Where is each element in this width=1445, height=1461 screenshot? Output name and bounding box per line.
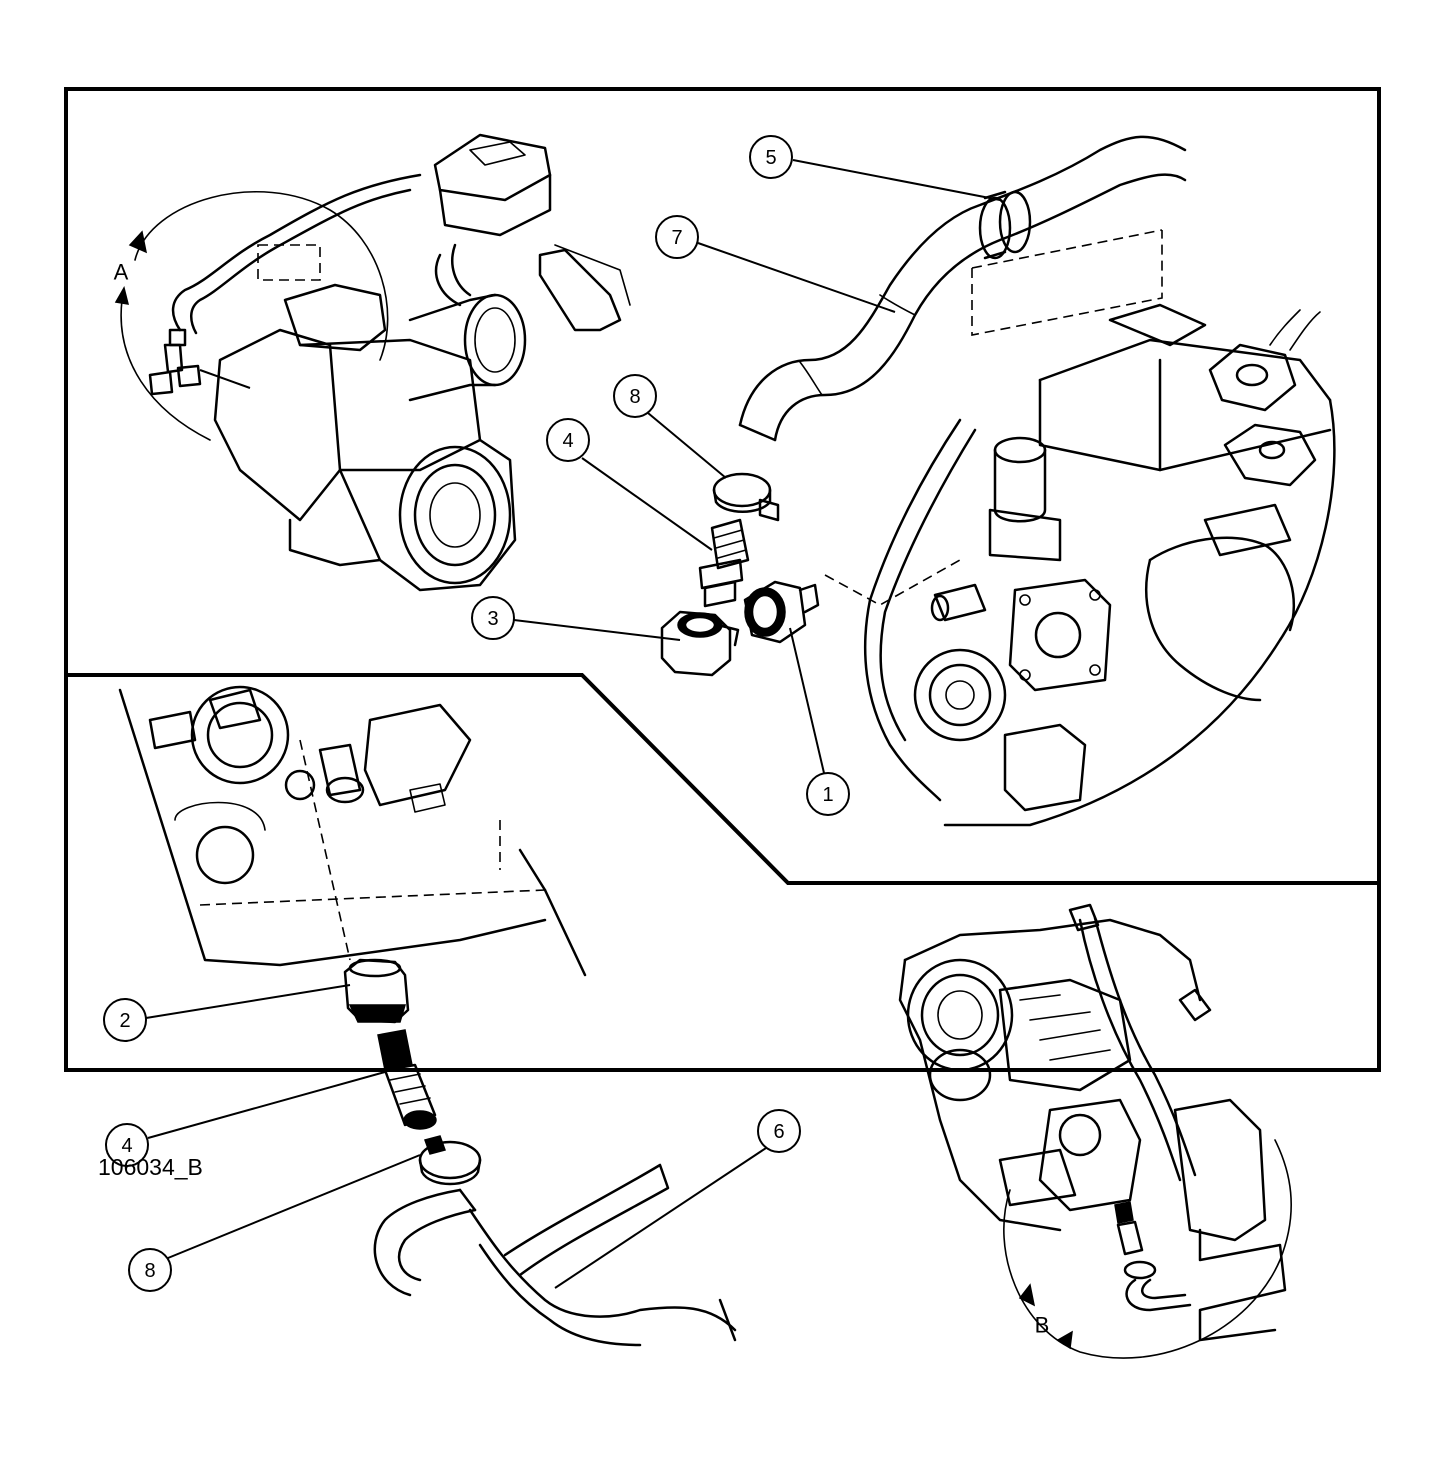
callout-3-label: 3 [487, 608, 498, 630]
detail-oilpan-bottom-left [118, 685, 737, 1347]
callout-8-bottom [128, 1248, 172, 1292]
callout-6-label: 6 [773, 1121, 784, 1143]
callout-7-label: 7 [671, 227, 682, 249]
view-label-a: A [114, 260, 129, 285]
callout-8-top-label: 8 [629, 386, 640, 408]
figure-id: 106034_B [98, 1154, 203, 1180]
callout-6 [757, 1109, 801, 1153]
callout-1-label: 1 [822, 784, 833, 806]
overview-engine-bottom [898, 903, 1292, 1359]
overview-engine-top [114, 133, 631, 592]
callout-4-bottom-label: 4 [121, 1135, 132, 1157]
view-label-b: B [1035, 1313, 1050, 1338]
callout-5 [749, 135, 793, 179]
callout-1 [806, 772, 850, 816]
callout-4-bottom [105, 1123, 149, 1167]
callout-8-bottom-label: 8 [144, 1260, 155, 1282]
callout-8-top [613, 374, 657, 418]
detail-engine-top-right [660, 135, 1336, 827]
callout-4-top-label: 4 [562, 430, 573, 452]
outer-frame [64, 87, 1381, 1072]
callout-7 [655, 215, 699, 259]
callout-5-label: 5 [765, 147, 776, 169]
callout-4-top [546, 418, 590, 462]
panel-divider [66, 673, 1379, 885]
callout-3 [471, 596, 515, 640]
callout-2-label: 2 [119, 1010, 130, 1032]
callout-2 [103, 998, 147, 1042]
